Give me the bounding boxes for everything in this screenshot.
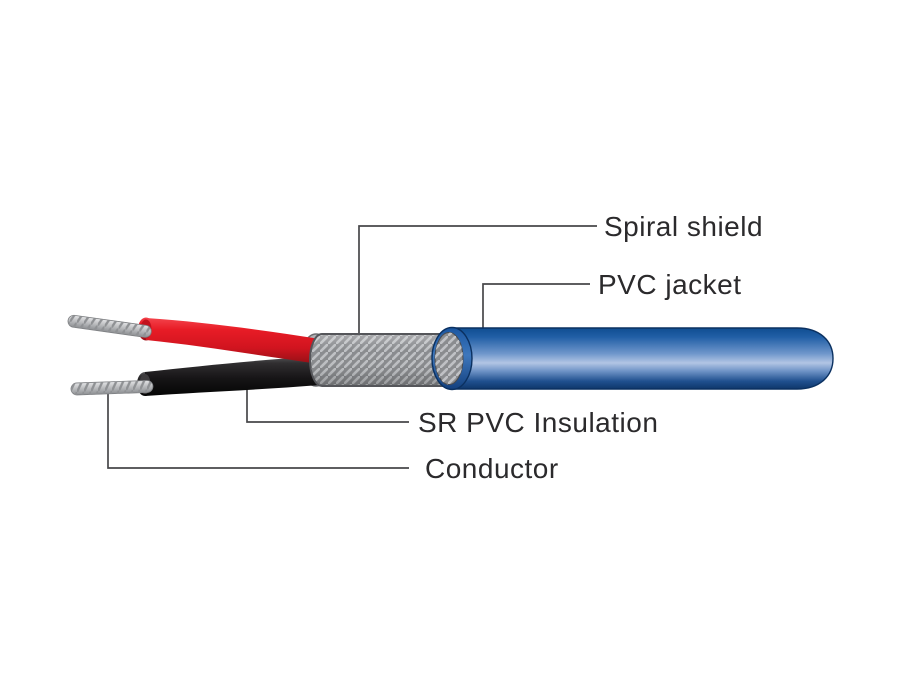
label-pvc-jacket: PVC jacket bbox=[598, 269, 742, 300]
leader-line-pvc-jacket bbox=[482, 283, 590, 332]
black-insulated-wire bbox=[70, 356, 320, 396]
pvc-jacket-body bbox=[451, 327, 834, 390]
part-labels: Spiral shield PVC jacket SR PVC Insulati… bbox=[418, 211, 763, 484]
label-conductor: Conductor bbox=[425, 453, 559, 484]
shield-outline bbox=[309, 333, 473, 387]
pvc-jacket-section bbox=[431, 326, 834, 391]
red-wire-insulation bbox=[146, 318, 320, 364]
black-wire-insulation bbox=[145, 356, 320, 396]
label-spiral-shield: Spiral shield bbox=[604, 211, 763, 242]
shield-shading bbox=[310, 334, 472, 386]
leader-line-conductor bbox=[107, 384, 409, 469]
leader-line-spiral-shield bbox=[358, 225, 597, 340]
leader-line-sr-pvc-insulation bbox=[246, 376, 409, 423]
label-sr-pvc-insulation: SR PVC Insulation bbox=[418, 407, 658, 438]
red-wire-conductor-strand bbox=[67, 314, 152, 338]
red-insulated-wire bbox=[67, 314, 320, 364]
black-wire-conductor-strand bbox=[70, 380, 154, 396]
jacket-opening-shield-hatch bbox=[435, 332, 463, 385]
leader-lines bbox=[107, 225, 597, 469]
spiral-shield-section bbox=[309, 333, 473, 387]
